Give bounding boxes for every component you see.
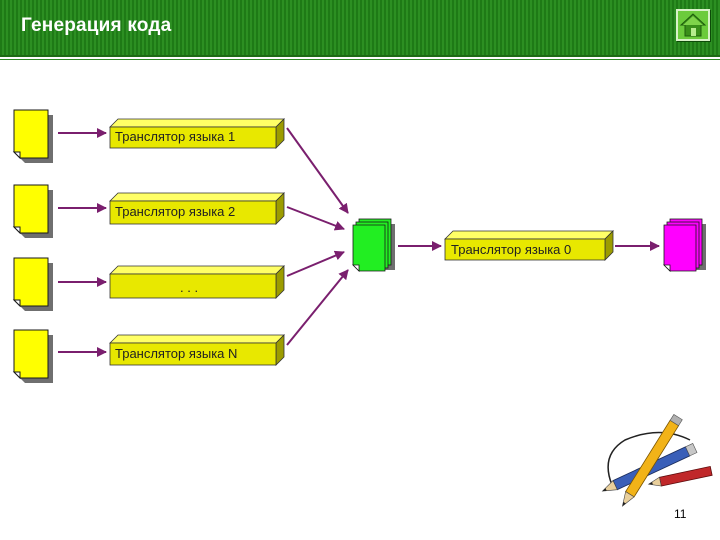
arrow-translator3-to-intermediate [286, 250, 345, 277]
translator-label-2: Транслятор языка 2 [115, 204, 236, 219]
source-document-1 [12, 109, 53, 163]
home-icon [679, 13, 707, 37]
translator-label-0: Транслятор языка 0 [451, 242, 572, 257]
title-underline-thin [0, 59, 720, 60]
slide-title: Генерация кода [21, 15, 172, 36]
arrow-translator2-to-intermediate [286, 206, 345, 231]
title-bar: Генерация кода [0, 0, 720, 55]
translator-box-2 [109, 192, 285, 225]
output-documents [663, 218, 706, 272]
page-number: 11 [674, 507, 687, 521]
arrow-translator4-to-intermediate [286, 269, 349, 346]
home-button[interactable] [676, 9, 710, 41]
source-document-3 [12, 257, 53, 311]
translator-box-0 [444, 230, 614, 261]
translator-label-n: Транслятор языка N [115, 346, 238, 361]
arrow-translator1-to-intermediate [286, 127, 349, 214]
translator-box-3 [109, 265, 285, 299]
pencils-clipart [601, 413, 713, 507]
translator-label-1: Транслятор языка 1 [115, 129, 236, 144]
translator-box-4 [109, 334, 285, 366]
translator-box-1 [109, 118, 285, 149]
intermediate-documents [352, 218, 395, 272]
source-document-2 [12, 184, 53, 238]
translator-label-ellipsis: . . . [180, 280, 199, 295]
title-underline [0, 55, 720, 57]
source-document-4 [12, 329, 53, 383]
